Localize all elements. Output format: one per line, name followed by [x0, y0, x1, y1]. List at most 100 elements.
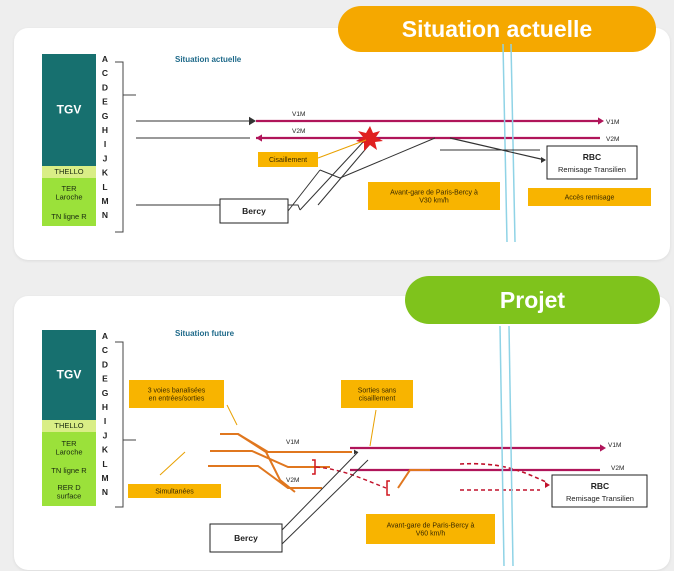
top-rbc-box [546, 145, 638, 180]
bottom-letter-K: K [102, 445, 109, 455]
top-acces-callout-box [528, 188, 651, 206]
bottom-operator-1-block [42, 420, 96, 432]
bottom-v1m-arrow [600, 444, 606, 452]
bottom-orange-track-4 [397, 469, 430, 489]
top-rbc-subtitle: Remisage Transilien [558, 165, 626, 174]
bottom-rbc-title: RBC [591, 481, 609, 491]
bottom-bercy-link-2 [281, 459, 369, 545]
bottom-operator-4-block [42, 478, 96, 506]
bottom-rbc-box [551, 474, 648, 508]
bottom-letter-M: M [101, 473, 108, 483]
bottom-sorties-pointer [369, 409, 377, 447]
bottom-red-bracket-2 [386, 480, 390, 496]
bottom-remisage-arrow [545, 482, 550, 488]
top-crossing-line-3 [339, 137, 436, 179]
top-letter-N: N [102, 210, 108, 220]
top-section-title: Situation actuelle [175, 55, 242, 64]
bottom-letter-E: E [102, 374, 108, 384]
bottom-letter-H: H [102, 402, 108, 412]
top-letter-A: A [102, 54, 108, 64]
top-operator-3-block [42, 208, 96, 226]
bottom-operator-0-block [42, 330, 96, 420]
top-bracket [115, 61, 124, 233]
top-operator-3-label: TN ligne R [51, 212, 87, 221]
bottom-letter-G: G [102, 388, 109, 398]
bottom-operator-3-block [42, 464, 96, 478]
bottom-letter-I: I [104, 416, 106, 426]
top-cisaillement-callout: Cisaillement [269, 157, 307, 164]
bottom-letter-A: A [102, 331, 108, 341]
top-v1m-arrow [598, 117, 604, 125]
top-v2m-label-left: V2M [292, 128, 305, 135]
top-letter-H: H [102, 125, 108, 135]
bottom-v1m-label-left: V1M [286, 439, 299, 446]
top-operator-1-block [42, 166, 96, 178]
bottom-section-title: Situation future [175, 329, 235, 338]
top-letter-L: L [102, 182, 107, 192]
bottom-simultanees-callout-box [128, 484, 221, 498]
bottom-red-bracket-1 [312, 459, 316, 475]
top-v1m-label-left: V1M [292, 111, 305, 118]
top-bercy-link-2 [319, 169, 341, 179]
top-letter-J: J [103, 153, 108, 163]
bottom-voies-pointer [226, 404, 238, 426]
top-letter-D: D [102, 82, 108, 92]
top-rbc-title: RBC [583, 152, 601, 162]
bottom-simultanees-callout: Simultanées [155, 488, 194, 495]
bottom-voies-callout-box [129, 380, 224, 408]
bottom-letter-N: N [102, 487, 108, 497]
top-letter-G: G [102, 111, 109, 121]
bottom-orange-track-3 [208, 465, 322, 489]
top-bercy-return-line [136, 204, 301, 211]
bottom-bercy-box [209, 523, 283, 553]
top-acces-callout: Accès remisage [565, 194, 615, 201]
projet-badge: Projet [405, 276, 660, 324]
bottom-operator-1-label: THELLO [54, 421, 83, 430]
bottom-sorties-callout-box [341, 380, 413, 408]
top-cisaillement-star-icon [356, 126, 383, 151]
bottom-simultanees-pointer [159, 451, 186, 476]
bottom-bercy-link-1 [281, 451, 359, 531]
top-v2m-label-right: V2M [606, 136, 619, 143]
top-avant-gare-callout-box [368, 182, 500, 210]
bottom-bercy-arrow [354, 449, 358, 455]
bottom-v2m-label-left: V2M [286, 477, 299, 484]
bottom-operator-3-label: TN ligne R [51, 466, 87, 475]
bottom-rbc-subtitle: Remisage Transilien [566, 494, 634, 503]
top-letter-M: M [101, 196, 108, 206]
top-bercy-box [219, 198, 289, 224]
top-bercy-link [287, 169, 321, 212]
top-bercy-label: Bercy [242, 206, 266, 216]
top-operator-0-label: TGV [57, 102, 82, 116]
top-divider-b [510, 43, 516, 243]
bottom-divider-b [508, 325, 514, 567]
top-remisage-arrow [541, 157, 546, 163]
bottom-avant-gare-callout-box [366, 514, 495, 544]
situation-actuelle-badge: Situation actuelle [338, 6, 656, 52]
top-v1m-label-right: V1M [606, 119, 619, 126]
bottom-divider-a [499, 325, 505, 567]
bottom-operator-2-block [42, 432, 96, 464]
bottom-letter-C: C [102, 345, 108, 355]
top-divider-a [502, 43, 508, 243]
top-letter-C: C [102, 68, 108, 78]
top-tgv-arrival-arrow [249, 116, 256, 126]
bottom-dashed-remisage-1 [459, 462, 547, 483]
bottom-v1m-label-right: V1M [608, 442, 621, 449]
bottom-letter-J: J [103, 430, 108, 440]
top-operator-2-block [42, 178, 96, 208]
top-letter-K: K [102, 168, 109, 178]
top-remisage-branch [449, 137, 546, 161]
bottom-v2m-label-right: V2M [611, 465, 624, 472]
top-cisaillement-pointer [317, 139, 367, 159]
bottom-operator-0-label: TGV [57, 367, 82, 381]
bottom-orange-track-cross [237, 433, 296, 493]
bottom-bracket [115, 341, 124, 508]
